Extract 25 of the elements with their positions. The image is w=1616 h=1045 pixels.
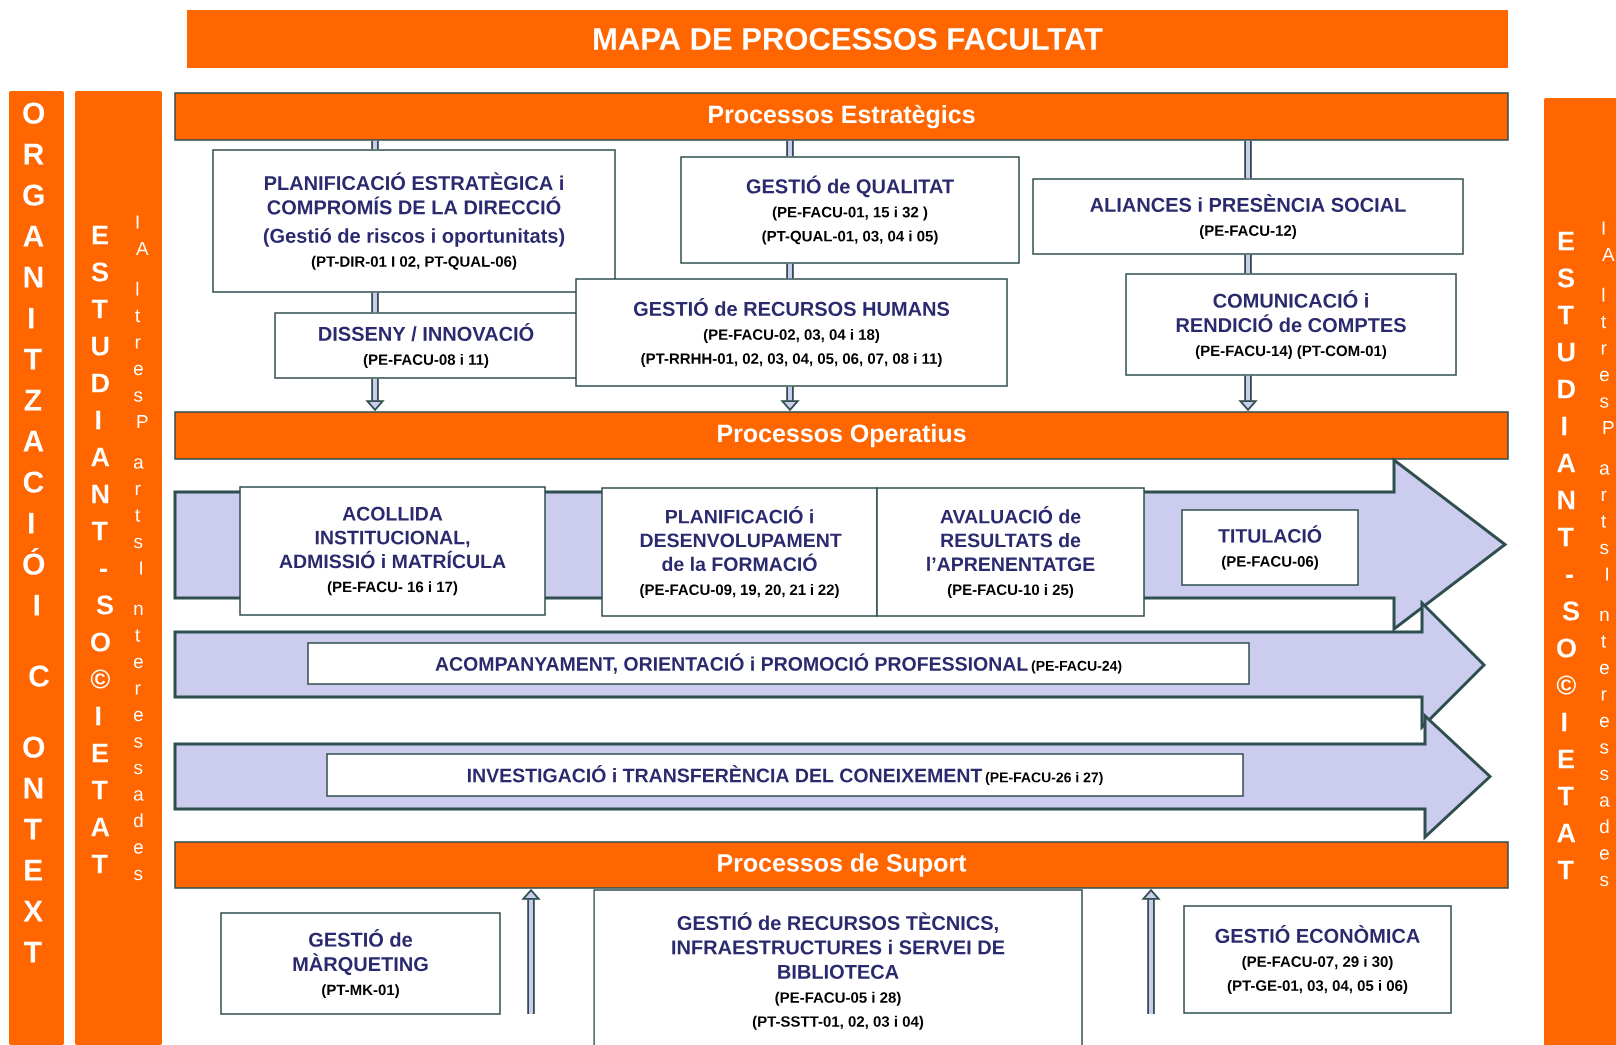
connector-arrow	[371, 140, 379, 150]
connector-arrow	[786, 263, 794, 279]
process-box: TITULACIÓ (PE-FACU-06)	[1181, 509, 1359, 586]
title-banner: MAPA DE PROCESSOS FACULTAT	[187, 10, 1508, 68]
process-box: DISSENY / INNOVACIÓ (PE-FACU-08 i 11)	[274, 312, 578, 379]
connector-arrow	[371, 292, 379, 313]
process-box: GESTIÓ ECONÒMICA (PE-FACU-07, 29 i 30) (PT-GE-01, 03, 04, 05 i 06)	[1183, 905, 1452, 1014]
section-header-bar: Processos Operatius	[174, 411, 1509, 460]
process-box: ACOMPANYAMENT, ORIENTACIÓ i PROMOCIÓ PROFESSIONAL (PE-FACU-24)	[307, 642, 1250, 685]
connector-arrow	[786, 140, 794, 157]
process-box: PLANIFICACIÓ ESTRATÈGICA i COMPROMÍS DE LA DIRECCIÓ (Gestió de riscos i oportunitats) (PT-DIR-01 I 02, PT-QUAL-06)	[212, 149, 616, 293]
side-band: ESTUDIANT - SO©IETAT I Altres Parts Interessades	[1544, 98, 1616, 1045]
process-box: ACOLLIDA INSTITUCIONAL, ADMISSIÓ i MATRÍCULA (PE-FACU- 16 i 17)	[239, 486, 546, 616]
process-box: GESTIÓ de RECURSOS TÈCNICS, INFRAESTRUCTURES i SERVEI DE BIBLIOTECA (PE-FACU-05 i 28) (PT-SSTT-01, 02, 03 i 04)	[593, 889, 1083, 1045]
section-header-bar: Processos Estratègics	[174, 92, 1509, 141]
side-band: ESTUDIANT - SO©IETAT I Altres Parts Interessades	[75, 91, 162, 1045]
process-box: ALIANCES i PRESÈNCIA SOCIAL (PE-FACU-12)	[1032, 178, 1464, 255]
process-box: PLANIFICACIÓ i DESENVOLUPAMENT de la FORMACIÓ (PE-FACU-09, 19, 20, 21 i 22)	[601, 487, 878, 617]
process-box: COMUNICACIÓ i RENDICIÓ de COMPTES (PE-FACU-14) (PT-COM-01)	[1125, 273, 1457, 376]
process-box: GESTIÓ de MÀRQUETING (PT-MK-01)	[220, 912, 501, 1015]
connector-arrow	[1244, 254, 1252, 274]
section-header-bar: Processos de Suport	[174, 841, 1509, 889]
process-box: GESTIÓ de QUALITAT (PE-FACU-01, 15 i 32 ) (PT-QUAL-01, 03, 04 i 05)	[680, 156, 1020, 264]
side-band: ORGANITZACIÓ I CONTEXT	[9, 91, 64, 1045]
process-box: AVALUACIÓ de RESULTATS de l’APRENENTATGE (PE-FACU-10 i 25)	[876, 487, 1145, 617]
